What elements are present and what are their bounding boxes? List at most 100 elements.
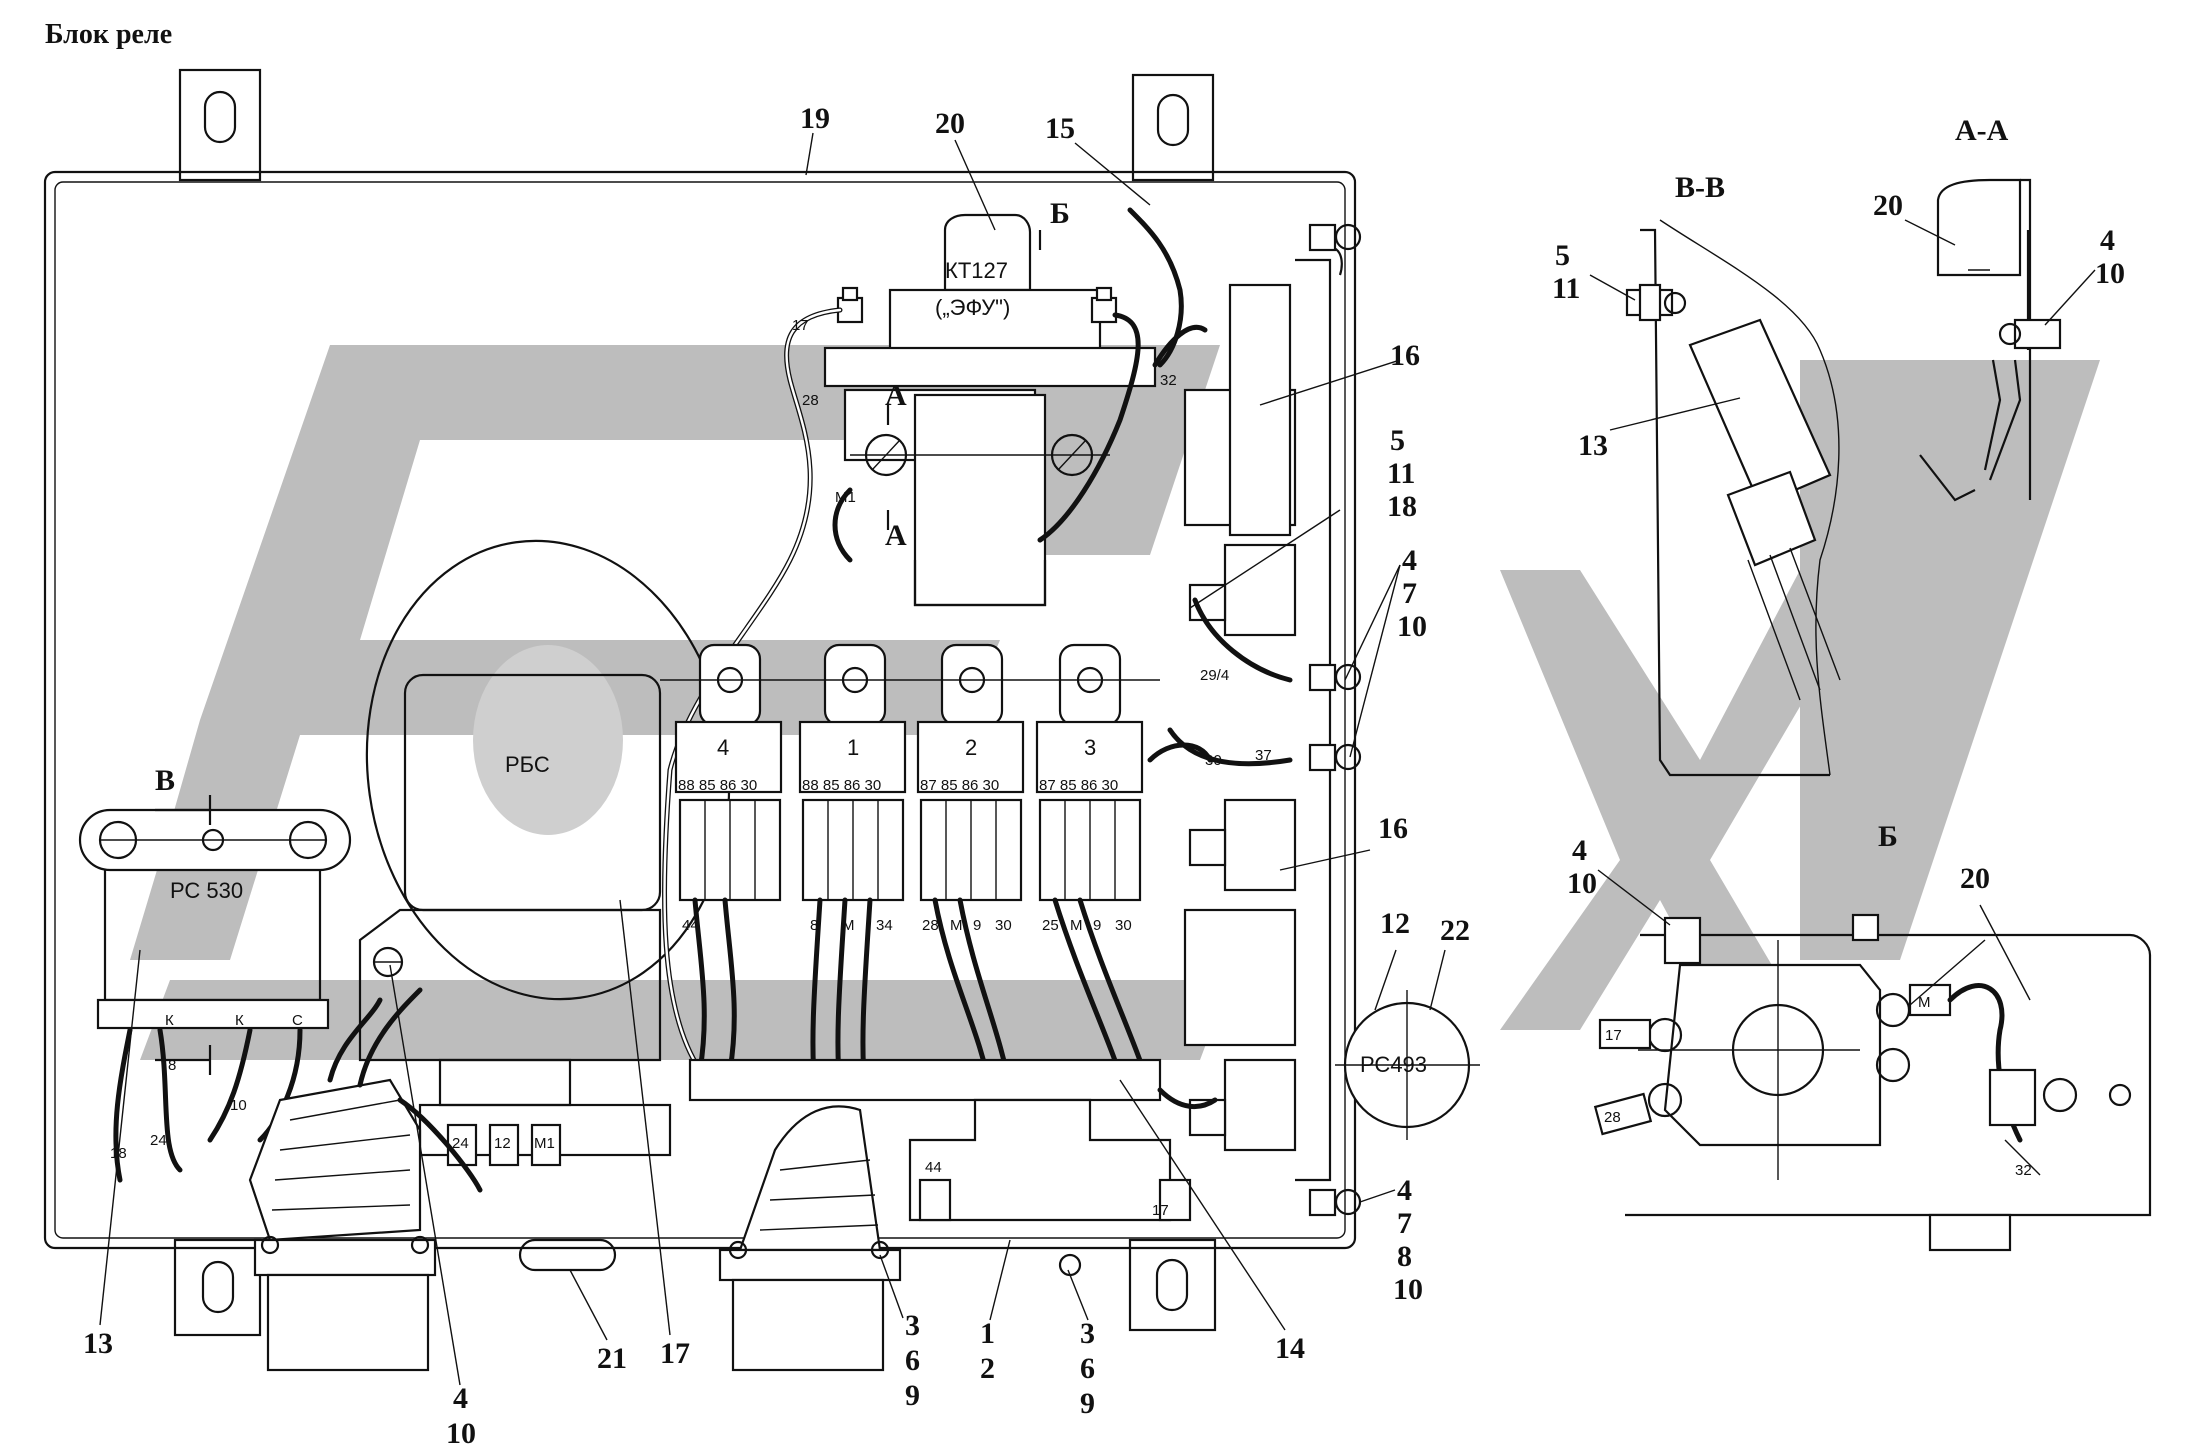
- svg-text:25: 25: [1042, 917, 1059, 934]
- svg-text:10: 10: [230, 1097, 247, 1114]
- callout-12: 12: [1380, 907, 1410, 940]
- svg-text:44: 44: [682, 917, 699, 934]
- efu-label: („ЭФУ"): [935, 295, 1010, 320]
- rbs-relay: РБС 24 12 М1: [358, 539, 731, 1167]
- svg-text:32: 32: [2015, 1162, 2032, 1179]
- section-aa-title: А-А: [1955, 114, 2009, 147]
- svg-text:17: 17: [1152, 1202, 1169, 1219]
- svg-text:M: M: [1070, 917, 1083, 934]
- rs530-relay: РС 530 К К С 8 3 10 24 18 В: [78, 764, 352, 1183]
- mounting-tab-top-right: [1131, 73, 1215, 182]
- rbs-tag-m1: М1: [534, 1135, 555, 1152]
- svg-text:24: 24: [150, 1132, 167, 1149]
- relay-2-pins: 87 85 86 30: [920, 777, 999, 794]
- vv-callout-5: 5: [1555, 239, 1570, 272]
- relay-3-pins: 87 85 86 30: [1039, 777, 1118, 794]
- callout-4-bottom: 4: [453, 1382, 468, 1415]
- svg-text:9: 9: [973, 917, 981, 934]
- svg-text:28: 28: [1604, 1109, 1621, 1126]
- rs493-relay: РС493: [1335, 990, 1480, 1140]
- callout-6a: 6: [905, 1344, 920, 1377]
- svg-text:30: 30: [995, 917, 1012, 934]
- relay-row: 4 88 85 86 30 1 88 85 86 30 2 87 85 86 3…: [660, 643, 1162, 1102]
- callout-22: 22: [1440, 914, 1470, 947]
- mounting-tab-top-left: [178, 68, 262, 182]
- svg-text:M: M: [1918, 994, 1931, 1011]
- connector-left: [248, 987, 483, 1372]
- svg-text:30: 30: [1115, 917, 1132, 934]
- b-callout-10: 10: [1567, 867, 1597, 900]
- view-b-title: Б: [1878, 820, 1898, 853]
- kt127-label: КТ127: [945, 258, 1008, 283]
- kt127-relay: КТ127 („ЭФУ") 17 28 32 М1 А А Б: [661, 197, 1208, 1073]
- aa-callout-20: 20: [1873, 189, 1903, 222]
- svg-text:28: 28: [922, 917, 939, 934]
- callout-4b: 4: [1397, 1174, 1412, 1207]
- callout-7: 7: [1402, 577, 1417, 610]
- right-column: 29/4 30 37 РС493: [1147, 223, 1480, 1217]
- panel-slot: [518, 1238, 617, 1272]
- vv-callout-13: 13: [1578, 429, 1608, 462]
- callout-1: 1: [980, 1317, 995, 1350]
- callout-17: 17: [660, 1337, 690, 1370]
- svg-text:17: 17: [792, 317, 809, 334]
- svg-text:37: 37: [1255, 747, 1272, 764]
- callout-9a: 9: [905, 1379, 920, 1412]
- callout-13: 13: [83, 1327, 113, 1360]
- callout-10-bottom: 10: [446, 1417, 476, 1450]
- relay-3-number: 3: [1084, 735, 1096, 760]
- b-callout-20: 20: [1960, 862, 1990, 895]
- aa-callout-4: 4: [2100, 224, 2115, 257]
- callout-3a: 3: [905, 1309, 920, 1342]
- section-vv-title: В-В: [1675, 171, 1725, 204]
- kt127-tag-m1: М1: [835, 489, 856, 506]
- section-aa: А-А: [1919, 114, 2062, 502]
- aa-callout-10: 10: [2095, 257, 2125, 290]
- callout-3b: 3: [1080, 1317, 1095, 1350]
- svg-text:К: К: [165, 1012, 174, 1029]
- watermark-logo: [130, 345, 2100, 1060]
- rs530-label: РС 530: [170, 878, 243, 903]
- callout-16-bottom: 16: [1378, 812, 1408, 845]
- connector-center: 44 17: [718, 1098, 1192, 1372]
- callout-14: 14: [1275, 1332, 1305, 1365]
- svg-text:30: 30: [1205, 752, 1222, 769]
- relay-3: 3 87 85 86 30: [1035, 643, 1144, 902]
- callout-16-top: 16: [1390, 339, 1420, 372]
- svg-text:28: 28: [802, 392, 819, 409]
- relay-1-number: 1: [847, 735, 859, 760]
- vv-callout-11: 11: [1552, 272, 1580, 305]
- cut-marker-v-top: В: [155, 764, 175, 797]
- callout-4: 4: [1402, 544, 1417, 577]
- relay-1: 1 88 85 86 30: [798, 643, 907, 902]
- mounting-tab-bottom-right: [1128, 1238, 1217, 1332]
- relay-1-pins: 88 85 86 30: [802, 777, 881, 794]
- callout-15: 15: [1045, 112, 1075, 145]
- svg-text:M: M: [950, 917, 963, 934]
- callout-21: 21: [597, 1342, 627, 1375]
- panel-outline: [43, 170, 1357, 1250]
- relay-2: 2 87 85 86 30: [916, 643, 1025, 902]
- callouts: 19 20 15 16 5 11 18 4 7 10 16 12 22 4 7 …: [83, 102, 2125, 1450]
- svg-text:29/4: 29/4: [1200, 667, 1229, 684]
- callout-19: 19: [800, 102, 830, 135]
- svg-text:9: 9: [1093, 917, 1101, 934]
- rbs-label: РБС: [505, 752, 550, 777]
- callout-11: 11: [1387, 457, 1415, 490]
- page-title: Блок реле: [45, 19, 172, 50]
- svg-text:12: 12: [494, 1135, 511, 1152]
- callout-8b: 8: [1397, 1240, 1412, 1273]
- svg-text:M: M: [842, 917, 855, 934]
- relay-2-number: 2: [965, 735, 977, 760]
- callout-18: 18: [1387, 490, 1417, 523]
- callout-20: 20: [935, 107, 965, 140]
- svg-text:24: 24: [452, 1135, 469, 1152]
- callout-10b: 10: [1393, 1273, 1423, 1306]
- callout-9b: 9: [1080, 1387, 1095, 1420]
- svg-text:С: С: [292, 1012, 303, 1029]
- main-panel: [43, 68, 1357, 1337]
- callout-6b: 6: [1080, 1352, 1095, 1385]
- cut-marker-a-top: А: [885, 379, 907, 412]
- cut-marker-b: Б: [1050, 197, 1070, 230]
